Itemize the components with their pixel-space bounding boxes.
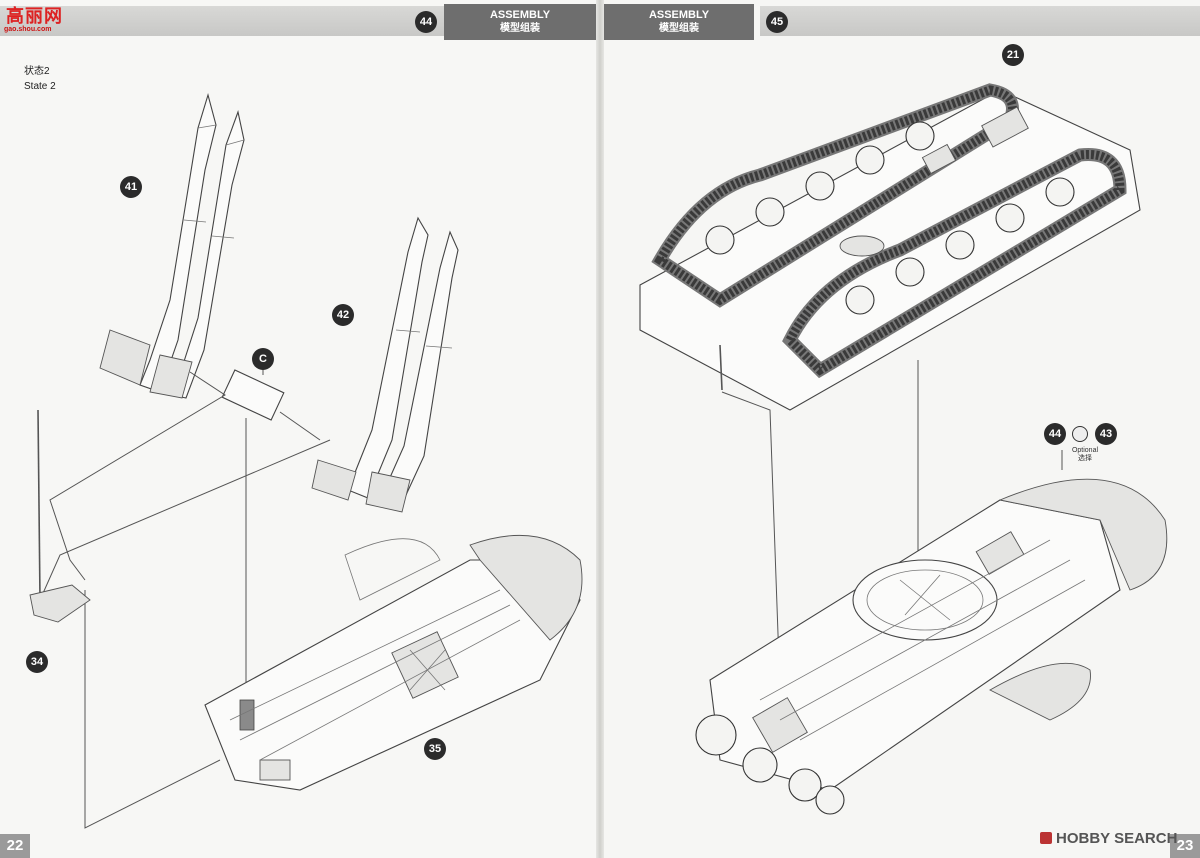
header-band-right [760,6,1200,36]
callout-part-21: 21 [1002,44,1024,66]
header-title-left-zh: 模型组装 [500,23,540,34]
step-number-left: 44 [415,11,437,33]
launcher-base [695,478,1168,815]
watermark-url: gao.shou.com [4,26,52,33]
or-symbol-icon [1072,426,1088,442]
state-label-zh: 状态2 [24,66,50,77]
watermark-bottom-text: HOBBY SEARCH [1056,830,1178,847]
callout-part-42: 42 [332,304,354,326]
page-gutter [596,0,604,858]
callout-part-44: 44 [1044,423,1066,445]
hull-21 [639,83,1141,411]
header-title-right: ASSEMBLY 模型组装 [604,4,754,40]
callout-part-41: 41 [120,176,142,198]
hobby-search-logo-icon [1040,832,1052,844]
page-number-left: 22 [0,834,30,858]
optional-note-zh: 选择 [1078,455,1092,462]
optional-note-en: Optional [1071,447,1099,454]
state-label: 状态2 State 2 [24,64,56,94]
callout-part-c: C [252,348,274,370]
state-label-en: State 2 [24,81,56,92]
callout-part-34: 34 [26,651,48,673]
header-title-left-en: ASSEMBLY [489,9,551,21]
optional-note: Optional 选择 [1060,447,1110,463]
watermark-logo-top: 高丽网 gao.shou.com [2,2,72,36]
missile-pair-41 [99,92,245,399]
step-number-right: 45 [766,11,788,33]
header-title-left: ASSEMBLY 模型组装 [444,4,596,40]
header-title-right-en: ASSEMBLY [648,9,710,21]
missile-pair-42 [311,216,459,513]
chassis-35 [204,535,583,791]
watermark-brand: 高丽网 [6,6,63,27]
callout-part-35: 35 [424,738,446,760]
callout-part-43: 43 [1095,423,1117,445]
watermark-bottom: HOBBY SEARCH [1040,830,1177,847]
header-band-left [0,6,444,36]
header-title-right-zh: 模型组装 [659,23,699,34]
page-number-right: 23 [1170,834,1200,858]
